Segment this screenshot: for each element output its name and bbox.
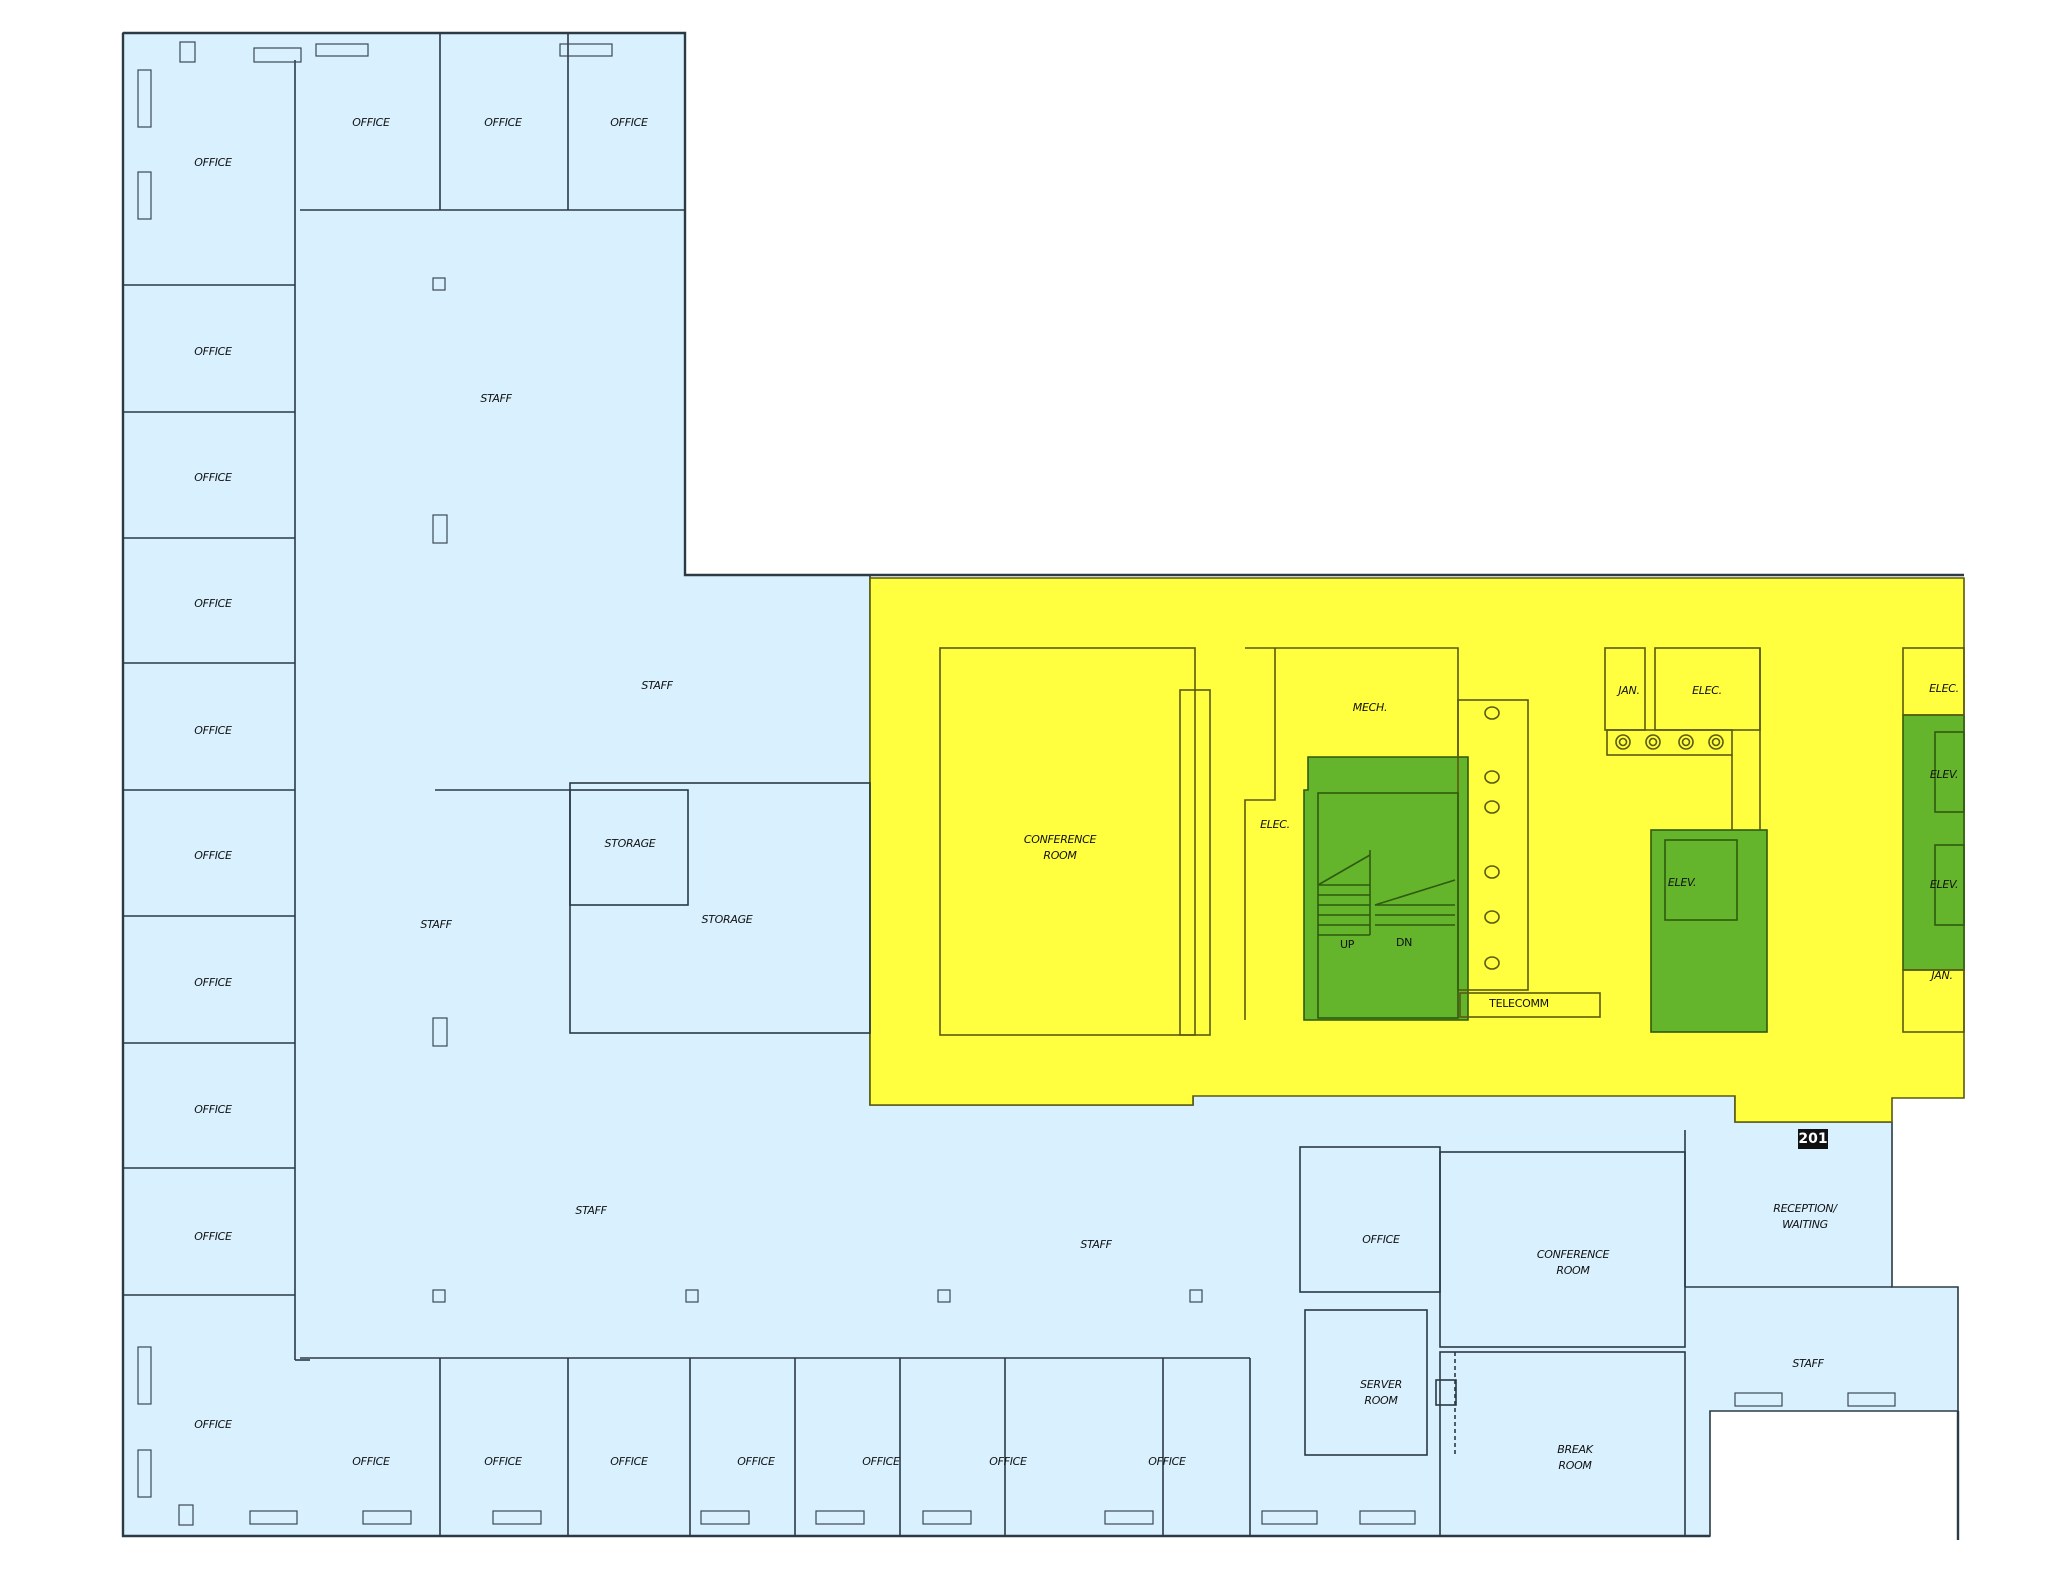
building-outline <box>121 31 1964 1540</box>
stair-core <box>1303 756 1469 1021</box>
suite-number-badge: 201 <box>1798 1129 1828 1149</box>
elevator-core-middle <box>1650 829 1768 1033</box>
elevator-core-right <box>1902 714 1965 971</box>
